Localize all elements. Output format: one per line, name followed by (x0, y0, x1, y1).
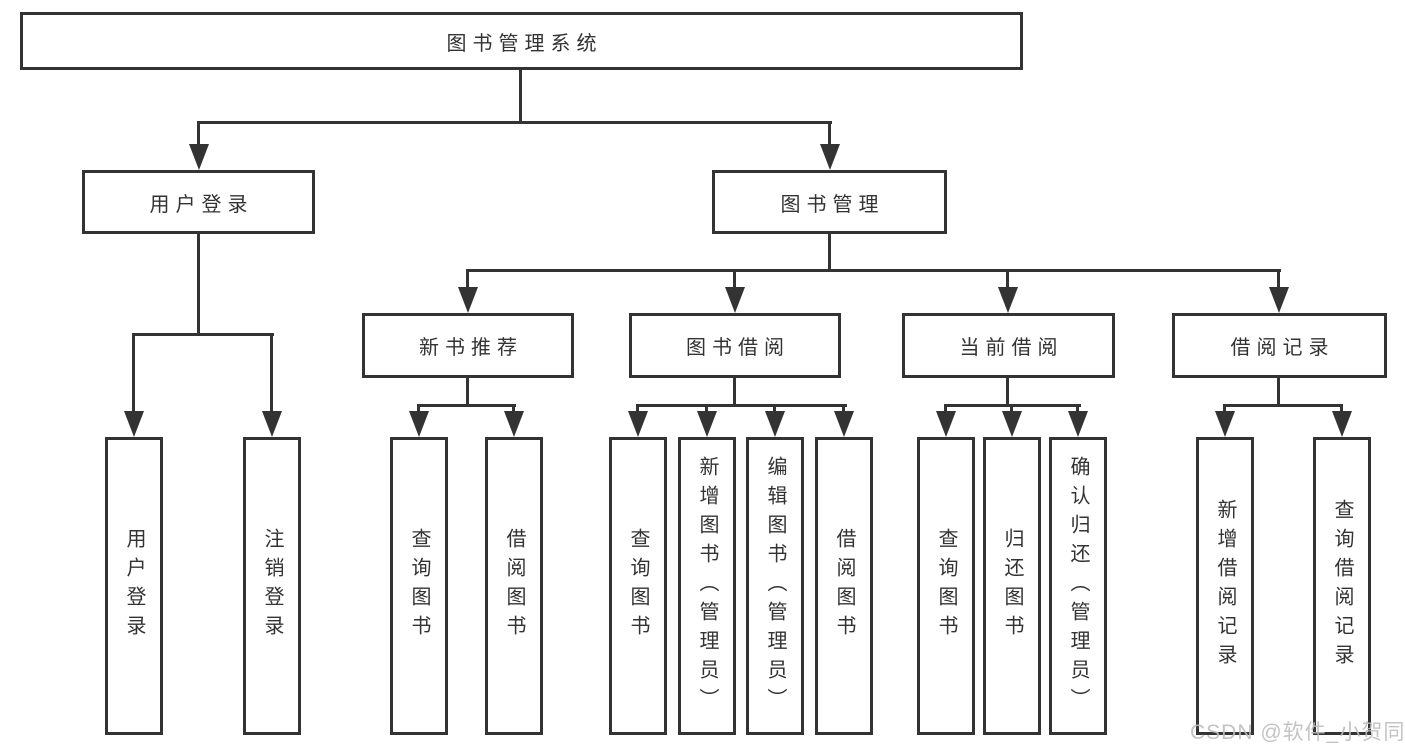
arrowhead-down-icon (1332, 411, 1352, 437)
arrowhead-down-icon (998, 287, 1018, 313)
node-new-book-recommend: 新书推荐 (362, 313, 574, 378)
arrowhead-down-icon (834, 411, 854, 437)
connector-line (1006, 376, 1009, 407)
arrowhead-down-icon (1002, 411, 1022, 437)
node-root-library-system: 图书管理系统 (20, 12, 1023, 70)
leaf-user-login: 用户登录 (105, 437, 163, 735)
connector-line (197, 232, 200, 336)
arrowhead-down-icon (189, 144, 209, 170)
arrowhead-down-icon (262, 411, 282, 437)
connector-line (1223, 404, 1343, 407)
connector-line (519, 68, 522, 123)
arrowhead-down-icon (409, 411, 429, 437)
arrowhead-down-icon (628, 411, 648, 437)
arrowhead-down-icon (458, 287, 478, 313)
connector-line (417, 404, 516, 407)
arrowhead-down-icon (765, 411, 785, 437)
arrowhead-down-icon (936, 411, 956, 437)
csdn-watermark: CSDN @软件_小贺同学 (1190, 721, 1405, 744)
node-borrow-records: 借阅记录 (1172, 313, 1387, 378)
connector-line (466, 269, 1281, 272)
leaf-add-borrow-record: 新增借阅记录 (1196, 437, 1254, 735)
connector-line (1006, 269, 1009, 291)
leaf-return-book: 归还图书 (983, 437, 1041, 735)
connector-line (466, 376, 469, 407)
connector-line (1277, 376, 1280, 407)
arrowhead-down-icon (124, 411, 144, 437)
leaf-logout: 注销登录 (243, 437, 301, 735)
leaf-add-book-admin: 新增图书（管理员） (678, 437, 736, 735)
connector-line (466, 269, 469, 291)
arrowhead-down-icon (820, 144, 840, 170)
leaf-borrow-books: 借阅图书 (815, 437, 873, 735)
node-book-borrow: 图书借阅 (629, 313, 841, 378)
connector-line (197, 121, 200, 151)
arrowhead-down-icon (725, 287, 745, 313)
connector-line (132, 333, 135, 418)
leaf-query-books-recommend: 查询图书 (390, 437, 448, 735)
arrowhead-down-icon (1215, 411, 1235, 437)
connector-line (828, 232, 831, 272)
connector-line (132, 333, 274, 336)
connector-line (1277, 269, 1280, 291)
leaf-confirm-return-admin: 确认归还（管理员） (1049, 437, 1107, 735)
node-book-management: 图书管理 (712, 170, 947, 234)
arrowhead-down-icon (1269, 287, 1289, 313)
arrowhead-down-icon (1068, 411, 1088, 437)
node-current-borrow: 当前借阅 (902, 313, 1115, 378)
connector-line (733, 376, 736, 407)
connector-line (270, 333, 273, 418)
leaf-query-borrow-record: 查询借阅记录 (1313, 437, 1371, 735)
arrowhead-down-icon (504, 411, 524, 437)
connector-line (733, 269, 736, 291)
connector-line (197, 121, 832, 124)
leaf-query-books-current: 查询图书 (917, 437, 975, 735)
leaf-query-books-borrow: 查询图书 (609, 437, 667, 735)
connector-line (828, 121, 831, 151)
node-user-login: 用户登录 (82, 170, 315, 234)
connector-line (636, 404, 847, 407)
leaf-edit-book-admin: 编辑图书（管理员） (746, 437, 804, 735)
leaf-borrow-books-recommend: 借阅图书 (485, 437, 543, 735)
arrowhead-down-icon (697, 411, 717, 437)
